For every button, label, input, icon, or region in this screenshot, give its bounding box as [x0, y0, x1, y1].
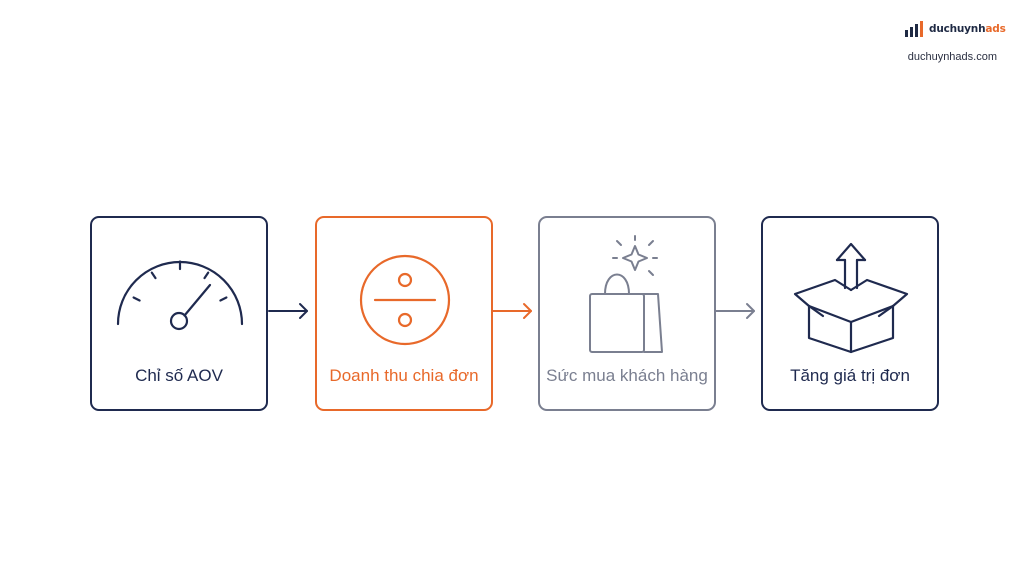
division-icon	[359, 254, 451, 346]
brand-name: duchuynhads	[929, 23, 1006, 35]
brand-name-accent: ads	[985, 23, 1006, 35]
step-card-purchasing-power: Sức mua khách hàng	[538, 216, 716, 411]
brand-name-main: duchuynh	[929, 23, 986, 35]
arrow-right-icon	[268, 303, 308, 319]
step-card-revenue-per-order: Doanh thu chia đơn	[315, 216, 493, 411]
step-label: Chỉ số AOV	[135, 366, 223, 385]
step-label: Tăng giá trị đơn	[790, 366, 910, 385]
brand-logo: duchuynhads	[905, 20, 1006, 38]
step-label: Sức mua khách hàng	[546, 366, 708, 385]
speedometer-icon	[116, 260, 244, 331]
box-upload-icon	[793, 242, 909, 354]
shopping-bag-icon	[589, 235, 663, 353]
bar-chart-logo-icon	[905, 21, 923, 37]
step-card-aov: Chỉ số AOV	[90, 216, 268, 411]
arrow-right-icon	[715, 303, 755, 319]
brand-url: duchuynhads.com	[907, 51, 997, 63]
arrow-right-icon	[492, 303, 532, 319]
step-card-increase-order-value: Tăng giá trị đơn	[761, 216, 939, 411]
step-label: Doanh thu chia đơn	[329, 366, 479, 385]
